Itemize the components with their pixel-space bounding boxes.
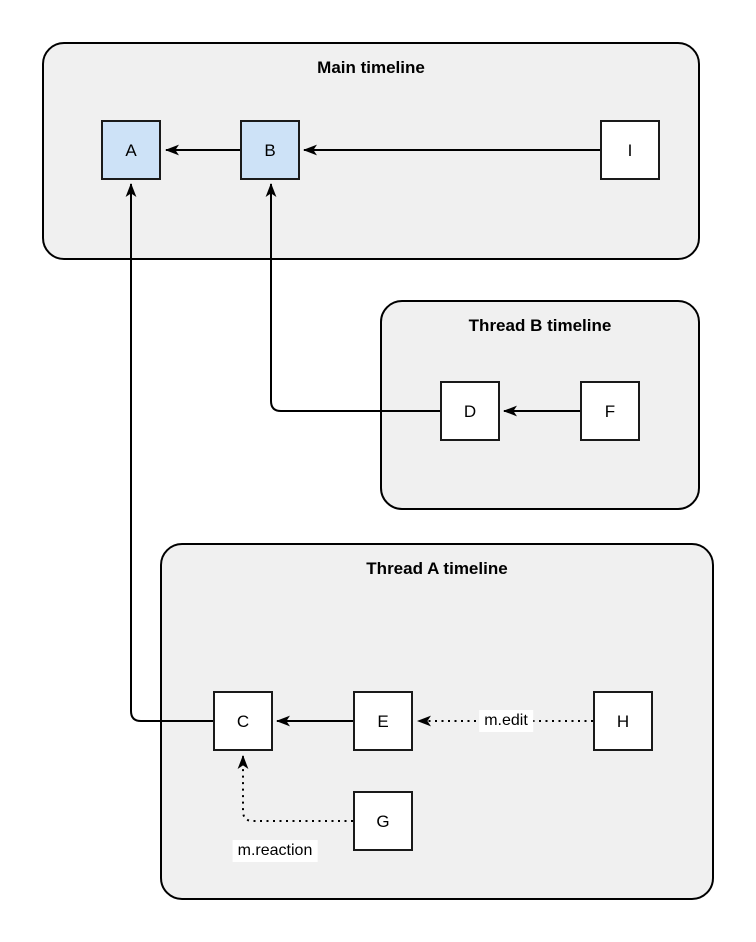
edge-label-m-edit: m.edit (479, 710, 533, 732)
node-G: G (353, 791, 413, 851)
node-G-label: G (376, 811, 390, 831)
edge-C-to-A (125, 183, 213, 722)
node-E: E (353, 691, 413, 751)
node-B-label: B (264, 140, 276, 160)
container-thread-b-timeline: Thread B timeline (380, 300, 700, 510)
edge-label-m-reaction: m.reaction (232, 840, 318, 862)
container-title-thread-a: Thread A timeline (366, 559, 508, 578)
edge-G-to-C (237, 755, 353, 822)
node-D: D (440, 381, 500, 441)
node-C: C (213, 691, 273, 751)
node-F: F (580, 381, 640, 441)
container-title-main: Main timeline (317, 58, 425, 77)
node-I: I (600, 120, 660, 180)
node-E-label: E (377, 711, 389, 731)
edge-D-to-B (265, 183, 440, 412)
node-C-label: C (236, 711, 250, 731)
container-title-thread-b: Thread B timeline (468, 316, 612, 335)
node-A: A (101, 120, 161, 180)
node-I-label: I (627, 140, 633, 160)
node-B: B (240, 120, 300, 180)
node-F-label: F (604, 401, 616, 421)
node-H: H (593, 691, 653, 751)
node-H-label: H (616, 711, 630, 731)
node-D-label: D (463, 401, 477, 421)
node-A-label: A (125, 140, 137, 160)
